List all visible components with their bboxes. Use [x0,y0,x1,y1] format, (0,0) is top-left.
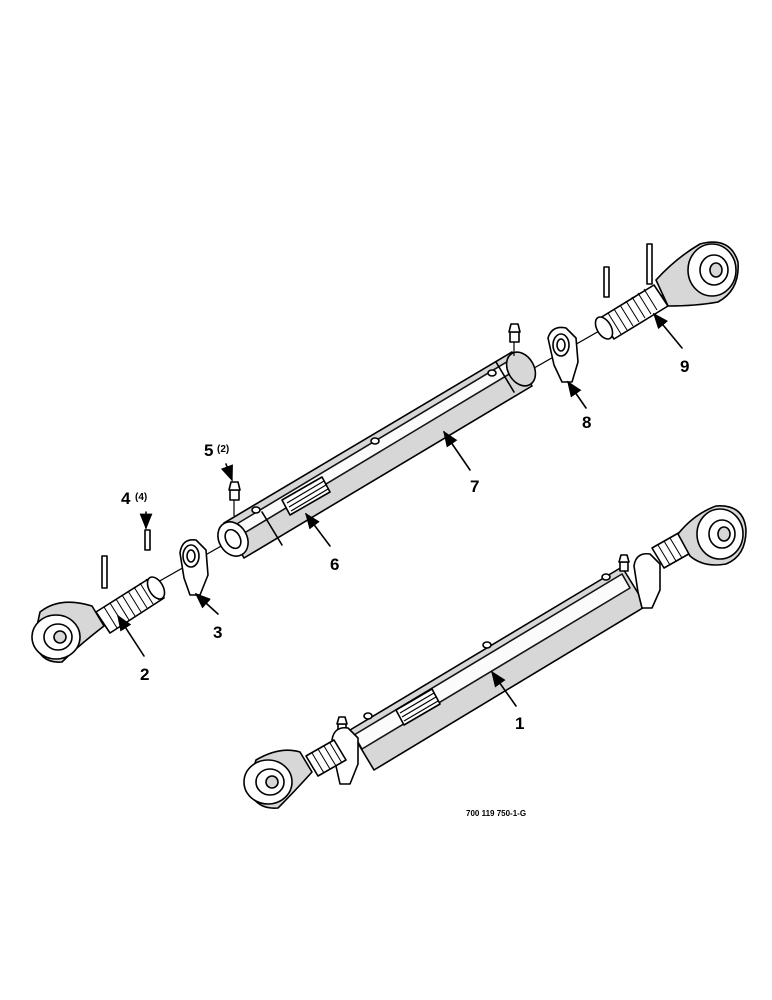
leader-9 [652,312,683,349]
leader-1 [491,670,517,707]
lock-plate-part-8 [547,326,579,383]
leader-8 [567,380,587,409]
grease-fitting-right [508,323,521,356]
assembled-unit-part-1 [243,505,747,809]
callout-5-qty: (2) [217,444,229,455]
callout-2: 2 [140,665,149,684]
callout-7: 7 [470,477,479,496]
callout-4: 4 [121,489,131,508]
callout-labels: 1 2 3 4 (4) 5 (2) 6 7 8 9 [121,357,689,733]
roll-pin-4 [646,243,653,285]
callout-1: 1 [515,714,524,733]
callout-4-qty: (4) [135,492,147,503]
drawing-number: 700 119 750-1-G [466,809,526,818]
leader-3 [194,592,219,615]
tube-part-7 [217,351,537,559]
leader-7 [443,430,471,471]
callout-6: 6 [330,555,339,574]
leader-6 [305,512,331,547]
callout-9: 9 [680,357,689,376]
roll-pin-3 [603,266,610,298]
grease-fitting-left [228,481,241,516]
decal-part-6 [281,476,331,516]
roll-pin-1 [101,555,108,589]
lock-plate-part-3 [179,538,209,596]
roll-pin-2 [144,529,151,551]
leader-5 [220,463,233,482]
leader-2 [117,614,145,657]
callout-5: 5 [204,441,213,460]
callout-3: 3 [213,623,222,642]
rod-end-part-9 [594,241,739,340]
leader-lines [117,312,683,707]
rod-end-part-2 [31,576,166,663]
rod-end-right-threads [607,288,658,335]
callout-8: 8 [582,413,591,432]
